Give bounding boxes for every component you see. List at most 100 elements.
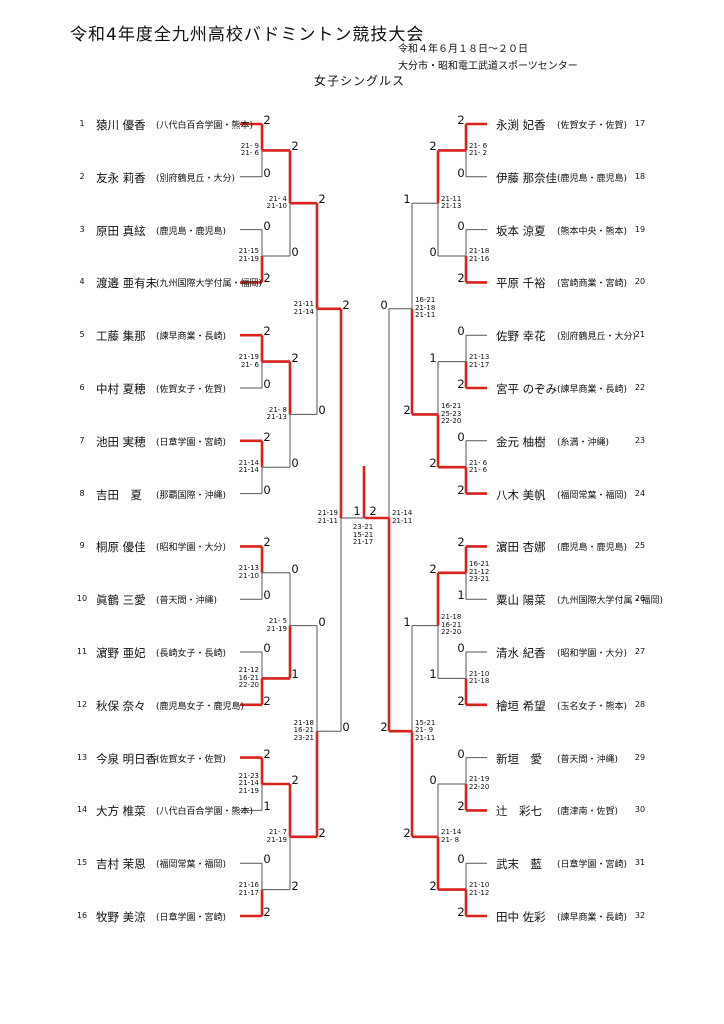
player-school: (福岡常葉・福岡) [557,490,628,501]
player-school: (諫早商業・長崎) [156,332,227,343]
match-score: 1 [403,614,411,629]
match-score: 0 [457,324,465,339]
player-school: (昭和学園・大分) [557,649,628,659]
player-name: 猿川 優香 [96,118,146,132]
player-name: 伊藤 那奈佳 [496,170,558,185]
match-score: 0 [263,377,271,391]
player-school: (佐賀女子・佐賀) [156,385,227,395]
player-name: 今泉 明日香 [96,751,158,766]
tournament-date: 令和４年６月１８日～２０日 [398,44,528,55]
player-school: (玉名女子・熊本) [557,701,628,712]
game-scores: 21-15 21-19 [238,247,259,263]
final-score: 1 [353,504,361,518]
match-score: 0 [291,456,299,471]
game-scores: 21-10 21-18 [469,669,490,686]
match-score: 0 [457,429,465,444]
player-seed: 30 [634,805,646,815]
player-seed: 7 [79,435,85,445]
match-score: 0 [263,218,271,233]
game-scores: 21- 9 21- 6 [240,141,259,158]
player-name: 粟山 陽菜 [496,593,546,608]
player-seed: 28 [634,699,646,709]
player-name: 秋保 奈々 [96,698,146,713]
match-score: 0 [457,218,465,233]
player-seed: 17 [634,119,646,128]
player-school: (別府鶴見丘・大分) [156,173,236,184]
player-school: (宮崎商業・宮崎) [557,279,628,290]
game-scores: 21-14 21-11 [392,509,413,525]
match-score: 0 [263,165,271,180]
match-score: 0 [457,746,465,761]
player-name: 中村 夏穂 [96,382,146,396]
player-seed: 9 [79,541,85,551]
match-score: 0 [263,852,271,867]
game-scores: 21-13 21-17 [469,353,490,369]
player-school: (唐津南・佐賀) [557,807,619,818]
player-school: (長崎女子・長崎) [156,649,227,659]
player-name: 桐原 優佳 [96,540,146,555]
match-score: 0 [429,773,437,787]
player-school: (佐賀女子・佐賀) [156,754,227,765]
player-school: (糸満・沖縄) [557,437,610,448]
player-school: (別府鶴見丘・大分) [557,332,637,343]
match-score: 2 [457,113,465,127]
game-scores: 21-23 21-14 21-19 [238,771,259,795]
match-score: 2 [457,482,465,497]
match-score: 2 [318,825,326,840]
player-seed: 21 [634,330,646,340]
match-score: 2 [403,825,411,840]
player-seed: 5 [79,330,85,340]
player-seed: 10 [76,594,88,604]
player-school: (熊本中央・熊本) [557,226,628,237]
match-score: 2 [429,561,437,576]
player-name: 辻 彩七 [496,804,542,819]
match-score: 0 [318,614,326,629]
player-name: 坂本 涼夏 [496,223,546,238]
final-game-scores: 23-21 15-21 21-17 [352,523,374,546]
player-name: 平原 千裕 [496,276,546,291]
game-scores: 21- 8 21-13 [266,405,287,422]
match-score: 2 [457,535,465,550]
player-name: 原田 真絃 [96,223,146,238]
player-seed: 20 [634,277,646,287]
match-score: 2 [263,113,271,127]
player-seed: 12 [76,699,88,709]
player-seed: 22 [634,383,646,392]
player-school: (九州国際大学付属・福岡) [557,596,664,607]
game-scores: 21-18 16-21 22-20 [441,613,462,637]
player-name: 大方 椎菜 [96,804,146,819]
match-score: 1 [291,667,299,682]
player-school: (日章学園・宮崎) [156,913,227,923]
player-name: 金元 柚樹 [496,434,546,449]
match-score: 2 [429,878,437,893]
player-name: 佐野 幸花 [496,329,546,344]
player-seed: 8 [79,488,85,498]
player-name: 眞鶴 三愛 [96,593,146,608]
player-seed: 32 [634,911,646,920]
game-scores: 21-18 21-16 [469,247,490,263]
player-name: 濵野 亜妃 [96,646,146,660]
player-school: (那覇国際・沖縄) [156,490,227,501]
match-score: 2 [457,799,465,814]
player-seed: 27 [634,647,646,656]
match-score: 1 [403,192,411,207]
match-score: 2 [429,139,437,154]
player-name: 工藤 集那 [96,329,146,344]
match-score: 2 [263,324,271,339]
player-school: (鹿児島・鹿児島) [557,543,628,554]
player-name: 武末 藍 [496,857,542,872]
match-score: 2 [457,377,465,391]
player-school: (普天間・沖縄) [156,596,218,607]
match-score: 2 [263,746,271,761]
match-score: 0 [318,403,326,418]
match-score: 2 [291,139,299,154]
player-school: (鹿児島・鹿児島) [156,226,227,237]
player-school: (佐賀女子・佐賀) [557,121,628,131]
player-seed: 24 [634,488,646,498]
player-school: (福岡常葉・福岡) [156,860,227,871]
game-scores: 21-14 21-14 [238,458,259,475]
player-name: 宮平 のぞみ [496,382,558,396]
final-score: 2 [369,504,377,518]
player-seed: 25 [634,541,646,551]
player-school: (日章学園・宮崎) [156,437,227,448]
